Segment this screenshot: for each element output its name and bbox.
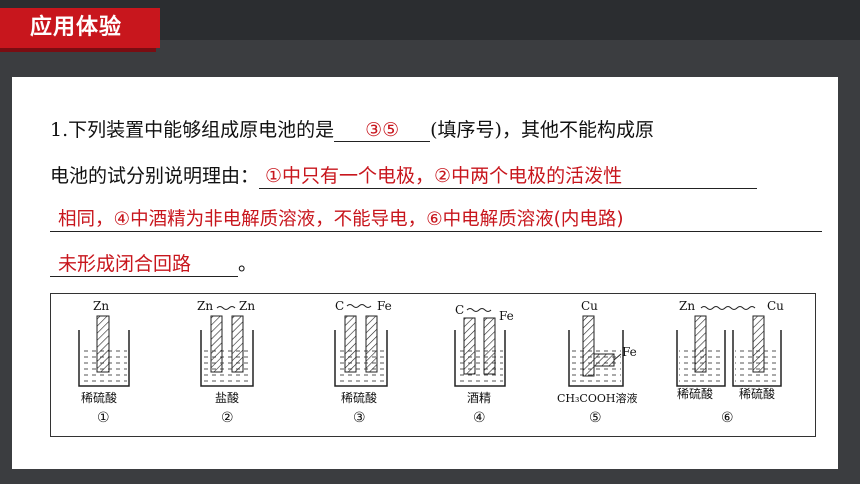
device-5-number: ⑤	[589, 410, 602, 426]
device-2: Zn Zn 盐酸 ②	[197, 299, 255, 426]
question-line-3: 相同，④中酒精为非电解质溶液，不能导电，⑥中电解质溶液(内电路)	[50, 205, 822, 232]
device-6-solution-left: 稀硫酸	[677, 386, 713, 401]
device-6-number: ⑥	[721, 410, 734, 426]
question-stem-cont: (填序号)，其他不能构成原	[430, 119, 654, 141]
question-line-2: 电池的试分别说明理由：①中只有一个电极，②中两个电极的活泼性	[50, 161, 758, 189]
device-1: Zn 稀硫酸 ①	[78, 299, 130, 426]
device-3-solution: 稀硫酸	[341, 390, 377, 405]
device-2-electrode-left: Zn	[197, 299, 213, 313]
device-1-electrode-label: Zn	[93, 299, 109, 313]
device-4: C Fe 酒精 ④	[454, 303, 514, 426]
device-5-electrode-left: Cu	[581, 299, 598, 313]
device-6-solution-right: 稀硫酸	[739, 386, 775, 401]
answer-2-part-1: ①中只有一个电极，②中两个电极的活泼性	[259, 161, 758, 189]
end-mark: 。	[238, 253, 258, 275]
question-stem: 1.下列装置中能够组成原电池的是	[50, 119, 335, 141]
device-5-electrode-right: Fe	[622, 345, 637, 359]
device-2-solution: 盐酸	[215, 390, 239, 405]
question-stem-reason: 电池的试分别说明理由：	[50, 165, 260, 187]
device-1-solution: 稀硫酸	[81, 390, 117, 405]
device-2-electrode-right: Zn	[239, 299, 255, 313]
device-4-electrode-left: C	[455, 303, 464, 317]
device-4-electrode-right: Fe	[499, 309, 514, 323]
device-5-solution: CH₃COOH溶液	[557, 391, 637, 405]
device-1-number: ①	[97, 410, 110, 426]
device-6: Zn Cu 稀硫酸 稀硫酸 ⑥	[676, 299, 784, 426]
section-title: 应用体验	[0, 8, 160, 48]
device-3-electrode-right: Fe	[377, 299, 392, 313]
device-4-number: ④	[473, 410, 486, 426]
apparatus-diagram: Zn 稀硫酸 ① Zn Zn 盐酸 ②	[50, 293, 816, 437]
answer-2-part-3: 未形成闭合回路	[50, 249, 238, 277]
device-3: C Fe 稀硫酸 ③	[334, 299, 392, 426]
section-tab-shadow	[0, 46, 156, 52]
device-6-electrode-left: Zn	[679, 299, 695, 313]
device-4-solution: 酒精	[467, 391, 491, 405]
answer-1: ③⑤	[365, 119, 400, 141]
device-3-number: ③	[353, 410, 366, 426]
device-2-number: ②	[221, 410, 234, 426]
device-5: Cu Fe CH₃COOH溶液 ⑤	[557, 299, 637, 426]
device-3-electrode-left: C	[335, 299, 344, 313]
answer-2-part-2: 相同，④中酒精为非电解质溶液，不能导电，⑥中电解质溶液(内电路)	[50, 205, 822, 232]
device-6-electrode-right: Cu	[767, 299, 784, 313]
question-line-1: 1.下列装置中能够组成原电池的是 ③⑤ (填序号)，其他不能构成原	[50, 115, 654, 142]
answer-blank-1: ③⑤	[334, 119, 431, 142]
question-line-4: 未形成闭合回路。	[50, 249, 257, 277]
